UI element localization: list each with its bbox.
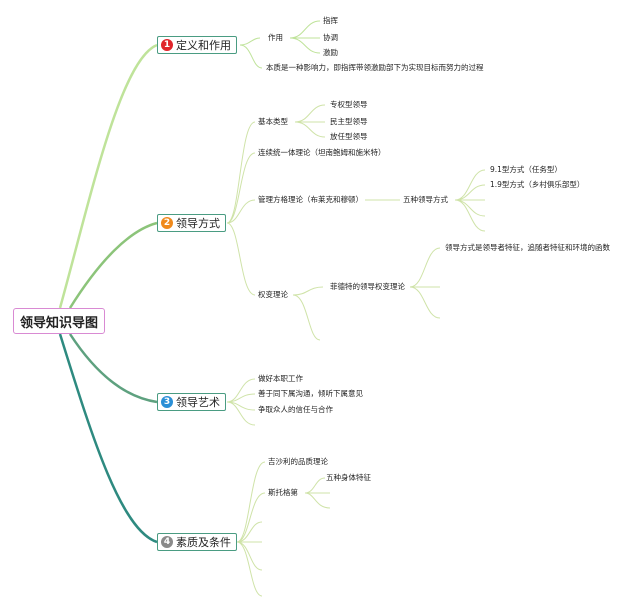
- branch-leadership-art[interactable]: 3 领导艺术: [157, 393, 226, 411]
- node-laissez-faire[interactable]: 放任型领导: [330, 132, 368, 141]
- node-five-styles[interactable]: 五种领导方式: [403, 195, 448, 204]
- node-zhihui[interactable]: 指挥: [323, 16, 338, 25]
- node-essence[interactable]: 本质是一种影响力，即指挥带领激励部下为实现目标而努力的过程: [266, 63, 484, 72]
- node-managerial-grid[interactable]: 管理方格理论（布莱克和穆顿）: [258, 195, 363, 204]
- connector-b1-items: [239, 37, 263, 69]
- branch-definition[interactable]: 1 定义和作用: [157, 36, 237, 54]
- node-contingency[interactable]: 权变理论: [258, 290, 288, 299]
- number-3-icon: 3: [161, 396, 173, 408]
- node-autocratic[interactable]: 专权型领导: [330, 100, 368, 109]
- connector-b1-zuoyong: [289, 20, 321, 54]
- branch-label: 领导方式: [176, 217, 220, 230]
- node-continuum[interactable]: 连续统一体理论（坦南鲍姆和施米特）: [258, 148, 386, 157]
- connector-b2-contingency: [292, 286, 324, 296]
- node-fiedler[interactable]: 菲德特的领导权变理论: [330, 282, 405, 291]
- node-basic-types[interactable]: 基本类型: [258, 117, 288, 126]
- branch-label: 定义和作用: [176, 39, 231, 52]
- branch-label: 领导艺术: [176, 396, 220, 409]
- node-9-1-style[interactable]: 9.1型方式（任务型）: [490, 165, 562, 174]
- connector-root-b1: [58, 43, 158, 309]
- number-2-icon: 2: [161, 217, 173, 229]
- number-1-icon: 1: [161, 39, 173, 51]
- connector-b4-items: [236, 461, 266, 597]
- connector-b2-fiedler: [292, 247, 441, 341]
- node-1-9-style[interactable]: 1.9型方式（乡村俱乐部型）: [490, 180, 585, 189]
- node-communicate[interactable]: 善于同下属沟通，倾听下属意见: [258, 389, 363, 398]
- connector-b2-five: [454, 169, 486, 232]
- number-4-icon: 4: [161, 536, 173, 548]
- node-zuoyong[interactable]: 作用: [268, 33, 283, 42]
- node-jili[interactable]: 激励: [323, 48, 338, 57]
- connector-b2-basic: [294, 104, 326, 138]
- connector-b4-stg: [304, 477, 331, 509]
- branch-leadership-style[interactable]: 2 领导方式: [157, 214, 226, 232]
- connector-root-b2: [68, 221, 158, 309]
- connector-b3-items: [226, 378, 256, 426]
- node-democratic[interactable]: 民主型领导: [330, 117, 368, 126]
- root-label: 领导知识导图: [19, 315, 98, 331]
- node-trust[interactable]: 争取众人的信任与合作: [258, 405, 333, 414]
- branch-label: 素质及条件: [176, 536, 231, 549]
- node-physical-traits[interactable]: 五种身体特征: [326, 473, 371, 482]
- node-do-job-well[interactable]: 做好本职工作: [258, 374, 303, 383]
- node-ghiselli[interactable]: 吉沙利的品质理论: [268, 457, 328, 466]
- node-xietiao[interactable]: 协调: [323, 33, 338, 42]
- node-stogdill[interactable]: 斯托格第: [268, 488, 298, 497]
- node-fiedler-function[interactable]: 领导方式是领导者特征，追随者特征和环境的函数: [445, 243, 610, 252]
- connector-root-b4: [58, 333, 158, 544]
- connector-root-b3: [68, 333, 158, 404]
- connector-b2-items: [226, 121, 256, 296]
- branch-qualities[interactable]: 4 素质及条件: [157, 533, 237, 551]
- root-node[interactable]: 领导知识导图: [13, 308, 105, 334]
